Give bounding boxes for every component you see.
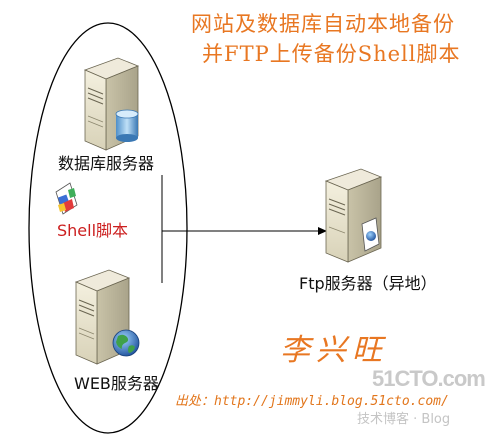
db-server-label: 数据库服务器 [58, 154, 155, 173]
ftp-server-label: Ftp服务器（异地） [299, 274, 437, 293]
title-line-1: 网站及数据库自动本地备份 [191, 12, 455, 36]
shell-script-icon [55, 182, 78, 215]
watermark-subtitle: 技术博客 · Blog [357, 412, 451, 427]
shell-script-label: Shell脚本 [57, 221, 129, 240]
author-signature: 李兴旺 [280, 333, 388, 368]
db-server-icon [83, 57, 140, 151]
web-server-icon [74, 269, 140, 365]
to-ftp-arrowhead [318, 227, 327, 235]
ftp-server-icon [324, 168, 383, 263]
title-line-2: 并FTP上传备份Shell脚本 [202, 42, 461, 66]
local-group-ellipse [28, 22, 188, 434]
web-server-label: WEB服务器 [74, 374, 159, 393]
source-url: 出处：http://jimmyli.blog.51cto.com/ [175, 394, 449, 409]
watermark-logo: 51CTO.com [372, 366, 485, 391]
